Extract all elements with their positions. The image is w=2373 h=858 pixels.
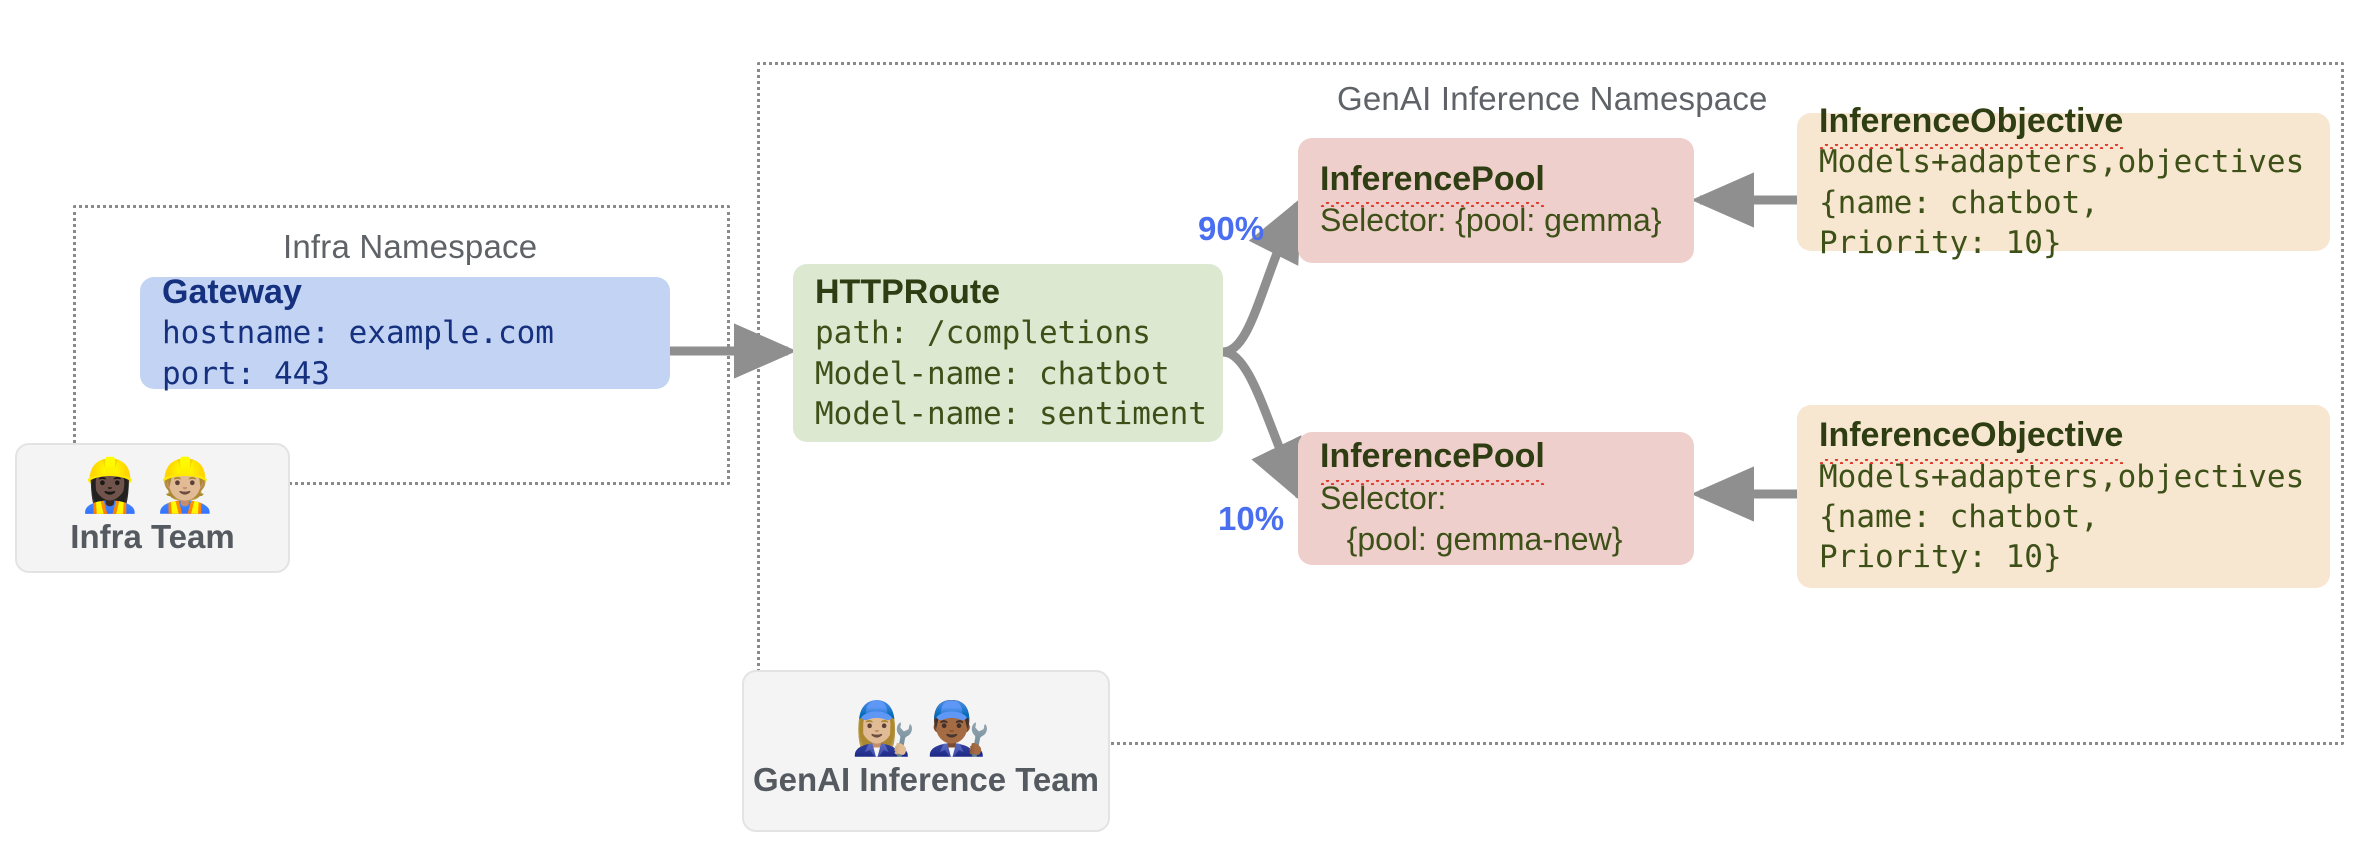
inferencepool-card-1[interactable]: InferencePool Selector: {pool: gemma} [1298, 138, 1694, 263]
gateway-card[interactable]: Gateway hostname: example.com port: 443 [140, 273, 670, 392]
inferenceobjective-2-line-3: Priority: 10} [1819, 539, 2062, 576]
inferencepool-title-1: InferencePool [1320, 159, 1672, 208]
wire-httproute-to-pool-1 [1222, 197, 1303, 357]
spellcheck-squiggle: InferencePool [1320, 159, 1545, 208]
infra-namespace-container [73, 205, 730, 485]
inferenceobjective-card-2[interactable]: InferenceObjective Models+adapters,objec… [1797, 405, 2330, 588]
infra-team-avatars: 👷🏿‍♀️👷🏼 [77, 456, 228, 516]
route-weight-label-2: 10% [1218, 500, 1285, 537]
inferenceobjective-2-line-2: {name: chatbot, [1819, 499, 2099, 536]
httproute-path: path: /completions [815, 315, 1151, 352]
inferencepool-selector-2-line-1: Selector: [1320, 479, 1447, 516]
infra-team-card[interactable]: 👷🏿‍♀️👷🏼 Infra Team [15, 443, 290, 573]
inferenceobjective-1-line-1: Models+adapters,objectives [1819, 144, 2305, 181]
inferenceobjective-title-1: InferenceObjective [1819, 101, 2308, 150]
spellcheck-squiggle: InferencePool [1320, 436, 1545, 486]
spellcheck-squiggle: InferenceObjective [1819, 415, 2124, 465]
gateway-hostname: hostname: example.com [162, 315, 554, 352]
gateway-port: port: 443 [162, 355, 330, 392]
genai-namespace-title: GenAI Inference Namespace [1337, 80, 1768, 117]
inferenceobjective-2-line-1: Models+adapters,objectives [1819, 458, 2305, 495]
httproute-title: HTTPRoute [815, 272, 1001, 311]
wire-httproute-to-pool-2 [1222, 347, 1305, 504]
inferenceobjective-card-1[interactable]: InferenceObjective Models+adapters,objec… [1797, 102, 2330, 261]
gateway-title: Gateway [162, 272, 302, 311]
route-weight-label-1: 90% [1198, 210, 1265, 247]
httproute-model-name-2: Model-name: sentiment [815, 395, 1207, 432]
infra-team-label: Infra Team [70, 518, 235, 555]
genai-inference-team-card[interactable]: 👩🏼‍🔧👨🏾‍🔧 GenAI Inference Team [742, 670, 1110, 832]
genai-team-label: GenAI Inference Team [752, 761, 1099, 798]
inferencepool-card-2[interactable]: InferencePool Selector: {pool: gemma-new… [1298, 432, 1694, 565]
inferenceobjective-1-line-2: {name: chatbot, [1819, 184, 2099, 221]
inferencepool-selector-1: Selector: {pool: gemma} [1320, 202, 1662, 239]
infra-namespace-title: Infra Namespace [283, 228, 538, 265]
genai-namespace-container [757, 62, 2344, 745]
inferenceobjective-title-2: InferenceObjective [1819, 415, 2308, 465]
spellcheck-squiggle: InferenceObjective [1819, 101, 2124, 150]
inferenceobjective-1-line-3: Priority: 10} [1819, 224, 2062, 261]
httproute-model-name-1: Model-name: chatbot [815, 355, 1170, 392]
genai-team-avatars: 👩🏼‍🔧👨🏾‍🔧 [851, 699, 1001, 759]
httproute-card[interactable]: HTTPRoute path: /completions Model-name:… [793, 264, 1223, 442]
inferencepool-title-2: InferencePool [1320, 436, 1672, 486]
inferencepool-selector-2-line-2: {pool: gemma-new} [1320, 521, 1623, 558]
